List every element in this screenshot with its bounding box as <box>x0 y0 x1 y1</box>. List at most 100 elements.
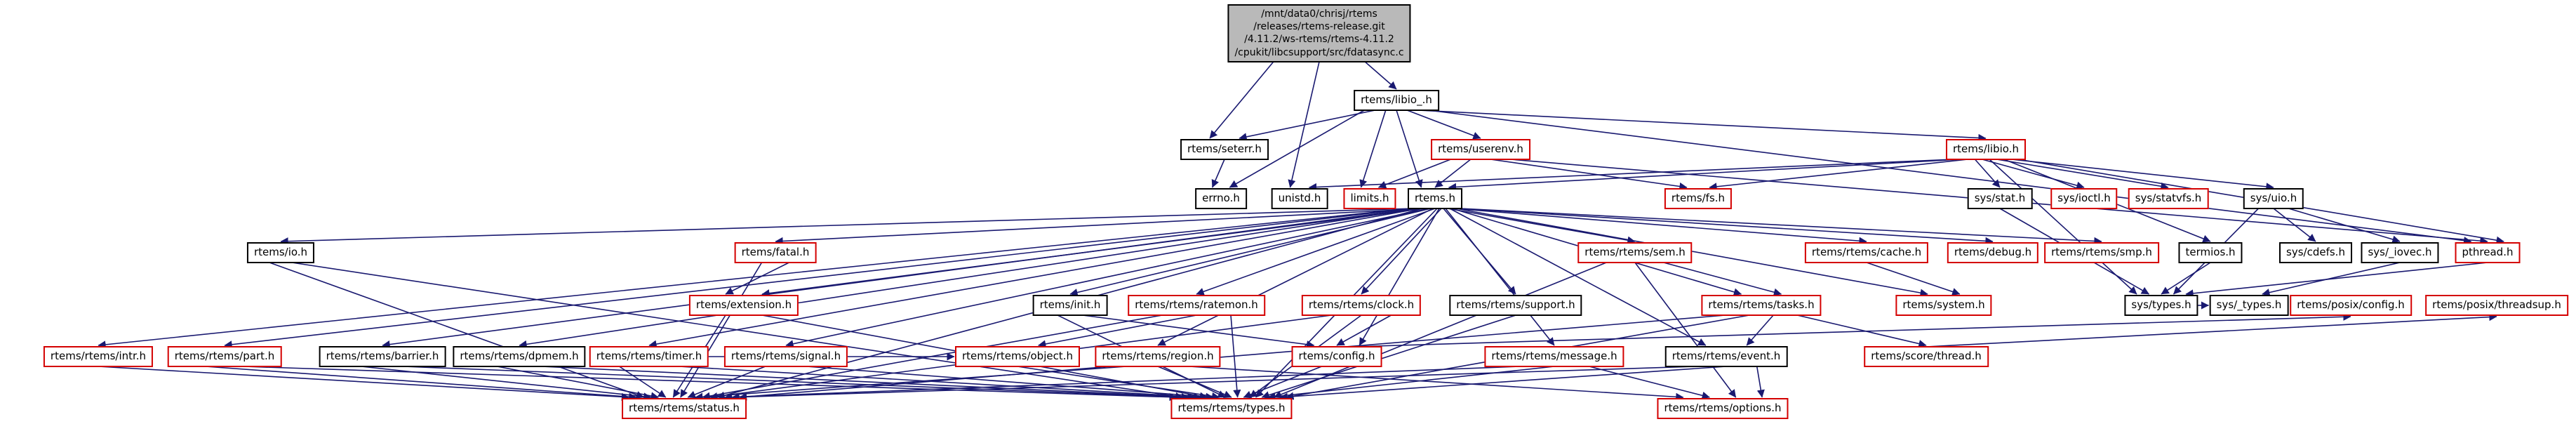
graph-node-pthreadsup[interactable]: rtems/posix/threadsup.h <box>2425 295 2568 316</box>
graph-node-thread[interactable]: rtems/score/thread.h <box>1864 346 1989 367</box>
include-edge-timer-rtypes <box>679 366 1202 401</box>
include-edge-libio-uio <box>2011 159 2274 191</box>
graph-node-fs[interactable]: rtems/fs.h <box>1664 188 1733 209</box>
include-edge-libio-ioctl <box>1982 159 2085 190</box>
include-edge-object-rtypes <box>1017 366 1220 400</box>
graph-node-status[interactable]: rtems/rtems/status.h <box>622 398 747 419</box>
graph-node-config[interactable]: rtems/config.h <box>1291 346 1382 367</box>
include-edge-fatal-extension <box>725 262 789 295</box>
graph-node-io: rtems/io.h <box>246 242 315 263</box>
graph-node-timer[interactable]: rtems/rtems/timer.h <box>589 346 709 367</box>
include-edge-rtems-part <box>224 208 1413 349</box>
graph-node-message[interactable]: rtems/rtems/message.h <box>1484 346 1624 367</box>
include-edge-message-options <box>1589 366 1710 399</box>
include-edge-thread-pthreadsup <box>1926 312 2497 347</box>
graph-node-object[interactable]: rtems/rtems/object.h <box>954 346 1081 367</box>
include-edge-cache-system <box>1866 262 1961 296</box>
include-edge-libio_-seterr <box>1239 110 1375 141</box>
include-edge-rtems-intr <box>98 208 1410 349</box>
graph-node-rtypes[interactable]: rtems/rtems/types.h <box>1170 398 1293 419</box>
include-edge-clock-config <box>1336 314 1392 346</box>
graph-node-smp[interactable]: rtems/rtems/smp.h <box>2044 242 2159 263</box>
include-edge-timer-status <box>619 366 667 398</box>
include-edge-rtems-message <box>1445 208 1555 346</box>
include-edge-config-rtypes <box>1243 366 1322 399</box>
graph-node-libio[interactable]: rtems/libio.h <box>1946 139 2026 160</box>
graph-node-limits[interactable]: limits.h <box>1343 188 1396 209</box>
include-edge-event-status <box>731 366 1696 402</box>
include-edge-libio_-libio <box>1417 110 1987 143</box>
include-edge-libio_-errno <box>1229 110 1365 188</box>
include-edge-libio_-rtems <box>1396 110 1423 188</box>
include-edge-signal-rtypes <box>806 366 1214 401</box>
graph-root-node: /mnt/data0/chrisj/rtems/releases/rtems-r… <box>1227 4 1411 62</box>
include-edge-rtems-ratemon <box>1196 208 1436 296</box>
graph-node-sem[interactable]: rtems/rtems/sem.h <box>1577 242 1693 263</box>
graph-node-extension[interactable]: rtems/extension.h <box>688 295 799 316</box>
include-edge-rtems-config <box>1359 208 1440 346</box>
graph-node-userenv[interactable]: rtems/userenv.h <box>1431 139 1530 160</box>
include-edge-userenv-limits <box>1377 159 1451 189</box>
graph-node-libio_: rtems/libio_.h <box>1354 90 1439 111</box>
include-edge-rtems-cache <box>1453 208 1867 245</box>
include-edge-rtems-timer <box>648 208 1421 348</box>
graph-node-unistd: unistd.h <box>1271 188 1328 209</box>
include-edge-rtems-fatal <box>775 208 1427 246</box>
include-edge-dpmem-rtypes <box>541 366 1196 402</box>
graph-node-errno: errno.h <box>1195 188 1247 209</box>
include-edge-support-rtypes <box>1261 314 1516 399</box>
include-edge-part-status <box>205 366 637 401</box>
include-edge-config-pconfig <box>1352 312 2351 347</box>
include-edge-event-options <box>1756 366 1765 398</box>
include-edge-part-rtypes <box>243 366 1177 402</box>
include-edge-io-status <box>269 262 644 399</box>
include-edge-event-rtypes <box>1279 366 1727 401</box>
graph-node-seterr: rtems/seterr.h <box>1180 139 1269 160</box>
include-edge-libio_-limits <box>1359 110 1387 188</box>
include-edge-tasks-event <box>1746 314 1774 346</box>
include-edge-rtems-init <box>1069 208 1432 296</box>
include-edge-libio_-pthread <box>1428 110 2472 245</box>
include-edge-io-rtypes <box>291 262 1184 400</box>
include-edge-rtems-signal <box>785 208 1429 348</box>
include-edge-libio_-userenv <box>1406 110 1481 140</box>
include-edge-tasks-status <box>738 314 1726 401</box>
graph-node-pthread[interactable]: pthread.h <box>2455 242 2521 263</box>
graph-node-region[interactable]: rtems/rtems/region.h <box>1095 346 1221 367</box>
graph-node-termios: termios.h <box>2178 242 2243 263</box>
graph-node-iovec: sys/_iovec.h <box>2361 242 2439 263</box>
graph-node-part[interactable]: rtems/rtems/part.h <box>167 346 282 367</box>
include-edge-uio-iovec <box>2288 208 2401 244</box>
graph-node-debug[interactable]: rtems/debug.h <box>1947 242 2039 263</box>
graph-node-statvfs[interactable]: sys/statvfs.h <box>2128 188 2209 209</box>
graph-node-options[interactable]: rtems/rtems/options.h <box>1657 398 1789 419</box>
include-edge-rtems-smp <box>1460 208 2102 246</box>
graph-node-system[interactable]: rtems/system.h <box>1895 295 1992 316</box>
include-edge-seterr-errno <box>1211 159 1225 188</box>
graph-node-signal[interactable]: rtems/rtems/signal.h <box>723 346 848 367</box>
include-edge-userenv-rtems <box>1434 159 1471 188</box>
include-edge-tasks-thread <box>1797 314 1927 348</box>
graph-node-tasks[interactable]: rtems/rtems/tasks.h <box>1701 295 1822 316</box>
include-edge-rtems-io <box>280 208 1415 246</box>
include-edge-rtems-event <box>1449 208 1707 346</box>
include-edge-sem-rtypes <box>1274 262 1607 399</box>
graph-node-rtems: rtems.h <box>1408 188 1462 209</box>
graph-node-ratemon[interactable]: rtems/rtems/ratemon.h <box>1128 295 1265 316</box>
graph-node-intr[interactable]: rtems/rtems/intr.h <box>43 346 154 367</box>
graph-node-clock[interactable]: rtems/rtems/clock.h <box>1301 295 1422 316</box>
include-edge-barrier-status <box>361 366 652 401</box>
graph-node-ioctl[interactable]: sys/ioctl.h <box>2050 188 2118 209</box>
graph-node-cache[interactable]: rtems/rtems/cache.h <box>1804 242 1929 263</box>
include-edge-sem-options <box>1634 262 1737 398</box>
include-edge-iovec-utypes <box>2262 262 2401 297</box>
include-edge-message-rtypes <box>1267 366 1555 401</box>
graph-node-dpmem: rtems/rtems/dpmem.h <box>453 346 586 367</box>
include-edge-userenv-fs <box>1490 159 1688 191</box>
graph-node-barrier: rtems/rtems/barrier.h <box>319 346 446 367</box>
graph-node-pconfig[interactable]: rtems/posix/config.h <box>2290 295 2412 316</box>
graph-node-fatal[interactable]: rtems/fatal.h <box>734 242 817 263</box>
include-edge-uio-cdefs <box>2273 208 2316 242</box>
graph-node-uio: sys/uio.h <box>2243 188 2304 209</box>
